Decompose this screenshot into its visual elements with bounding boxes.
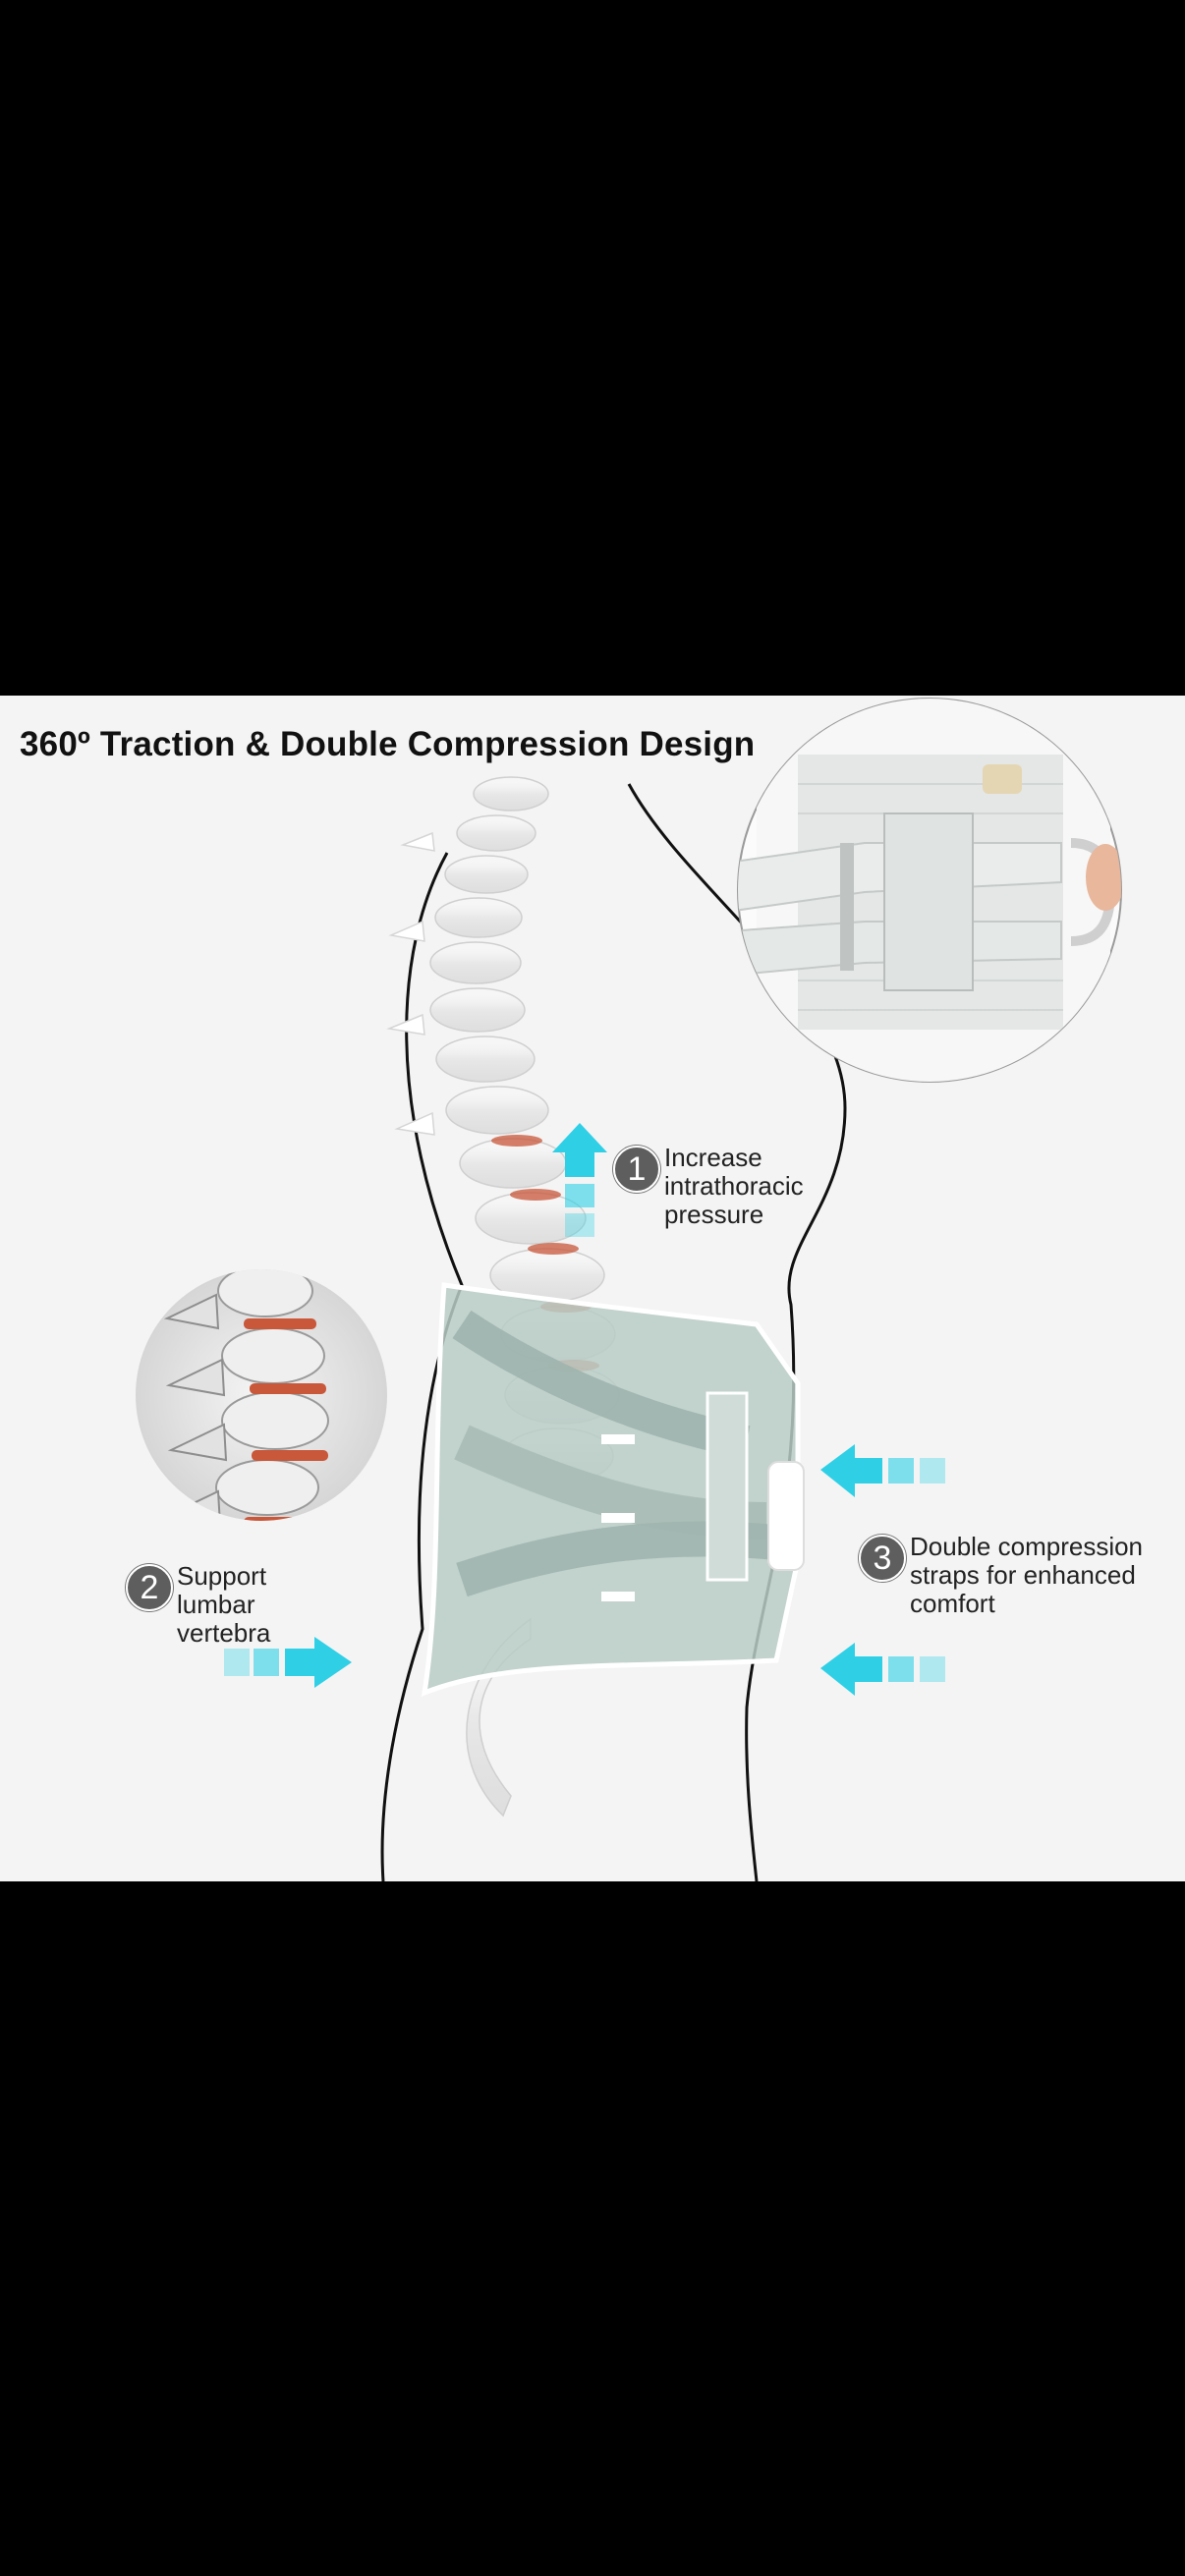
callout-text: Support lumbar vertebra	[177, 1561, 271, 1648]
arrow-right-icon	[224, 1637, 352, 1688]
illustration	[136, 698, 1122, 1881]
product-infographic: 360º Traction & Double Compression Desig…	[0, 696, 1185, 1881]
callout-3: 3 Double compression straps for enhanced…	[859, 1533, 1173, 1631]
number-badge: 3	[859, 1535, 906, 1582]
arrow-left-icon	[820, 1643, 945, 1696]
arrow-left-icon	[820, 1444, 945, 1497]
callout-1: 1 Increase intrathoracic pressure	[613, 1144, 849, 1242]
brace-closeup-inset	[737, 698, 1122, 1083]
spine-closeup-inset	[136, 1269, 387, 1521]
headline: 360º Traction & Double Compression Desig…	[20, 725, 756, 763]
lumbar-brace	[421, 1282, 805, 1697]
callout-2: 2 Support lumbar vertebra	[126, 1562, 322, 1660]
number-badge: 1	[613, 1146, 660, 1193]
arrow-up-icon	[552, 1123, 607, 1237]
callout-text: Double compression straps for enhanced c…	[910, 1532, 1144, 1618]
number-badge: 2	[126, 1564, 173, 1611]
callout-text: Increase intrathoracic pressure	[664, 1143, 804, 1229]
